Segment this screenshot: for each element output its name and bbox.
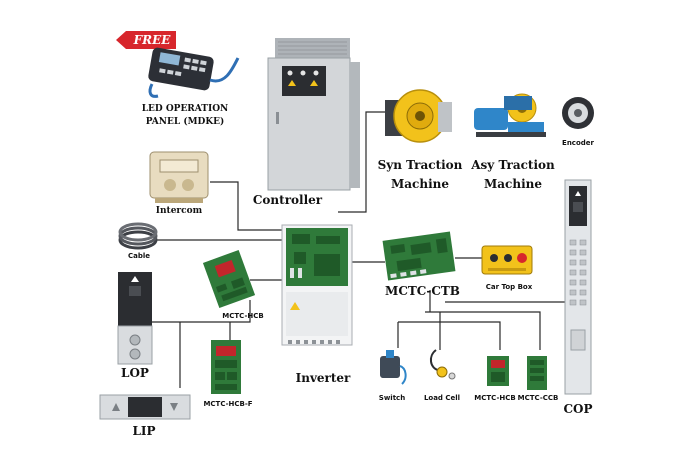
free-badge xyxy=(116,31,176,49)
mctc-ctb-device xyxy=(382,231,456,281)
car-top-box-device xyxy=(481,245,533,275)
line-lop-to-hcb xyxy=(152,300,251,323)
label-asy-traction-line1: Asy Traction xyxy=(471,158,555,172)
load-cell-device xyxy=(430,349,456,380)
lip-device xyxy=(99,394,191,420)
asy-traction-machine-device xyxy=(474,93,546,137)
line-controller-to-machines xyxy=(338,111,385,213)
switch-device xyxy=(380,350,407,385)
line-intercom-to-inverter xyxy=(210,181,282,231)
label-controller: Controller xyxy=(252,193,323,207)
label-mctc-ccb: MCTC-CCB xyxy=(517,394,559,402)
lop-device xyxy=(117,272,153,365)
controller-cabinet xyxy=(267,38,360,191)
label-mctc-hcb-left: MCTC-HCB xyxy=(222,312,264,320)
connection-lines xyxy=(152,111,565,388)
syn-traction-machine-device xyxy=(385,89,452,143)
encoder-device xyxy=(562,97,594,129)
label-cable: Cable xyxy=(127,252,151,260)
label-syn-traction-line2: Machine xyxy=(390,177,449,191)
cop-device xyxy=(564,179,592,395)
label-mctc-ctb: MCTC-CTB xyxy=(385,284,460,298)
label-syn-traction-line1: Syn Traction xyxy=(377,158,463,172)
label-car-top-box: Car Top Box xyxy=(485,283,533,291)
label-mctc-hcb-f: MCTC-HCB-F xyxy=(203,400,253,408)
intercom-device xyxy=(149,151,209,203)
label-lop: LOP xyxy=(121,366,149,380)
label-intercom: Intercom xyxy=(155,206,203,216)
mctc-hcb-right-device xyxy=(487,356,509,386)
mctc-hcb-f-device xyxy=(211,340,241,394)
free-badge-label: FREE xyxy=(133,33,171,47)
label-led-operation-panel-line1: LED OPERATION xyxy=(141,104,229,114)
inverter-device xyxy=(281,224,353,346)
label-switch: Switch xyxy=(378,394,406,402)
label-asy-traction-line2: Machine xyxy=(483,177,542,191)
label-mctc-hcb-right: MCTC-HCB xyxy=(474,394,516,402)
label-lip: LIP xyxy=(132,424,156,438)
line-ctb-bus1 xyxy=(397,321,501,350)
mctc-hcb-left-device xyxy=(202,249,256,309)
label-cop: COP xyxy=(563,402,593,416)
line-ctb-bus3 xyxy=(425,311,541,350)
label-led-operation-panel-line2: PANEL (MDKE) xyxy=(145,117,225,127)
label-encoder: Encoder xyxy=(562,139,594,147)
cable-coil-device xyxy=(118,222,158,250)
label-inverter: Inverter xyxy=(295,371,351,385)
label-load-cell: Load Cell xyxy=(423,394,461,402)
led-operation-panel-device xyxy=(148,47,240,98)
mctc-ccb-device xyxy=(527,356,547,390)
